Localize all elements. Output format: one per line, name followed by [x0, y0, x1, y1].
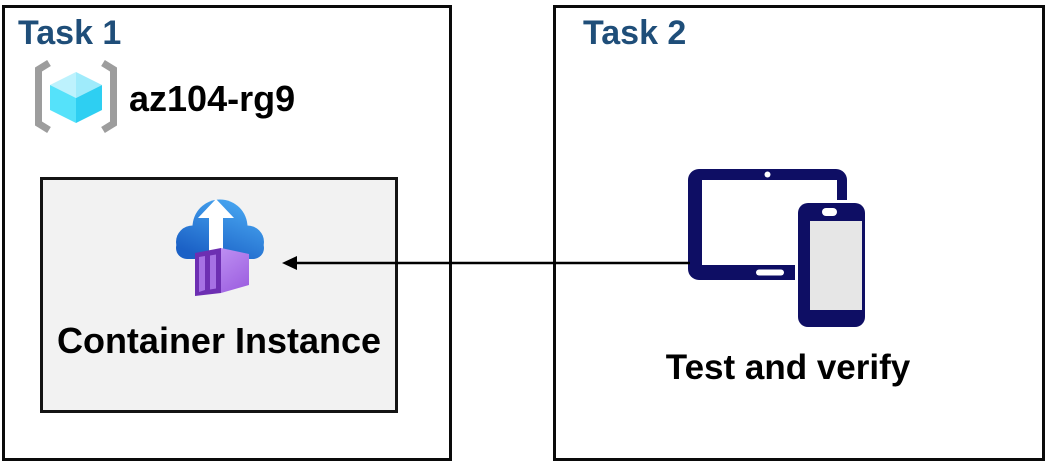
upload-arrow-icon	[198, 199, 234, 253]
rg-bracket-right	[101, 60, 117, 133]
task2-box: Task 2 Test and verify	[553, 5, 1045, 461]
container-instance-box: Container Instance	[40, 177, 398, 413]
arrow-head	[282, 256, 297, 270]
tablet-home-bar	[756, 269, 784, 276]
rg-cube-left-face	[50, 85, 76, 123]
task1-title: Task 1	[18, 14, 122, 52]
test-and-verify-label: Test and verify	[665, 348, 911, 387]
container-instance-icon	[176, 199, 264, 296]
tablet-camera-dot	[764, 171, 771, 178]
container-instance-label: Container Instance	[56, 320, 382, 361]
rg-cube-top-right-face	[76, 72, 102, 98]
resource-group-icon	[35, 60, 117, 133]
resource-group-name: az104-rg9	[129, 78, 296, 119]
arrow-connector	[282, 256, 690, 270]
phone-speaker	[822, 208, 837, 216]
rg-bracket-left	[35, 60, 51, 133]
container-cube-shape	[195, 248, 249, 296]
rg-cube-right-face	[76, 85, 102, 123]
tablet-and-phone-icon	[688, 169, 868, 330]
task1-box: Task 1 az104-rg9	[2, 5, 452, 461]
phone-screen	[810, 221, 862, 310]
phone-shape	[795, 200, 868, 330]
task2-title: Task 2	[583, 14, 687, 52]
rg-cube-top-left-face	[50, 72, 76, 98]
